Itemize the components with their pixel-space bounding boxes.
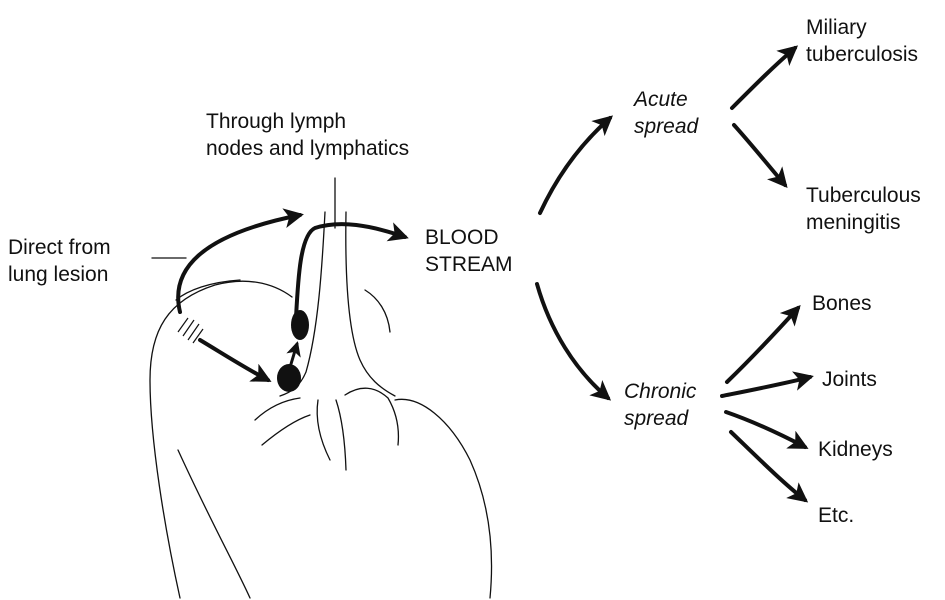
label-through-lymph-line1: Through lymph xyxy=(206,108,409,135)
arrow-to-joints xyxy=(722,377,810,396)
label-direct-from-lesion: Direct from lung lesion xyxy=(8,234,111,288)
label-meningitis-line2: meningitis xyxy=(806,209,921,236)
label-tuberculous-meningitis: Tuberculous meningitis xyxy=(806,182,921,236)
arrow-direct-from-lesion xyxy=(178,215,300,312)
lymph-node-upper xyxy=(291,310,309,340)
trachea-right-wall xyxy=(346,212,395,396)
label-through-lymph: Through lymph nodes and lymphatics xyxy=(206,108,409,162)
label-miliary-line2: tuberculosis xyxy=(806,41,918,68)
arrow-to-acute xyxy=(540,118,610,213)
bronchus-left xyxy=(255,398,300,420)
lung-outline xyxy=(150,281,292,598)
vessel-right xyxy=(336,400,346,470)
label-acute-spread: Acute spread xyxy=(634,86,698,140)
lung-upper-edge xyxy=(176,280,240,300)
label-blood-stream-line2: STREAM xyxy=(425,251,513,278)
lobe-line xyxy=(178,450,250,598)
label-bones: Bones xyxy=(812,290,872,317)
heart-contour xyxy=(395,399,492,598)
label-direct-from-line1: Direct from xyxy=(8,234,111,261)
label-miliary-tuberculosis: Miliary tuberculosis xyxy=(806,14,918,68)
arrow-to-chronic xyxy=(537,284,608,398)
label-meningitis-line1: Tuberculous xyxy=(806,182,921,209)
label-blood-stream-line1: BLOOD xyxy=(425,224,513,251)
label-joints: Joints xyxy=(822,366,877,393)
arrow-to-meningitis xyxy=(734,125,785,185)
label-chronic-spread: Chronic spread xyxy=(624,378,696,432)
bronchus-left-lower xyxy=(262,415,310,445)
aortic-arch xyxy=(365,290,390,332)
arrow-to-kidneys xyxy=(726,412,805,447)
arrow-to-miliary xyxy=(732,48,795,108)
label-acute-spread-line1: Acute xyxy=(634,86,698,113)
lymph-node-lower xyxy=(277,364,301,392)
label-chronic-spread-line2: spread xyxy=(624,405,696,432)
label-miliary-line1: Miliary xyxy=(806,14,918,41)
arrow-to-bones xyxy=(727,308,798,382)
vessel-left xyxy=(317,400,330,460)
label-direct-from-line2: lung lesion xyxy=(8,261,111,288)
arrow-node-to-node xyxy=(291,344,297,364)
arrow-lesion-to-node xyxy=(200,340,268,380)
arrow-lymphatic-to-bloodstream xyxy=(296,224,405,318)
label-blood-stream: BLOOD STREAM xyxy=(425,224,513,278)
label-etc: Etc. xyxy=(818,502,854,529)
label-chronic-spread-line1: Chronic xyxy=(624,378,696,405)
label-through-lymph-line2: nodes and lymphatics xyxy=(206,135,409,162)
heart-upper xyxy=(345,388,398,445)
label-acute-spread-line2: spread xyxy=(634,113,698,140)
label-kidneys: Kidneys xyxy=(818,436,893,463)
